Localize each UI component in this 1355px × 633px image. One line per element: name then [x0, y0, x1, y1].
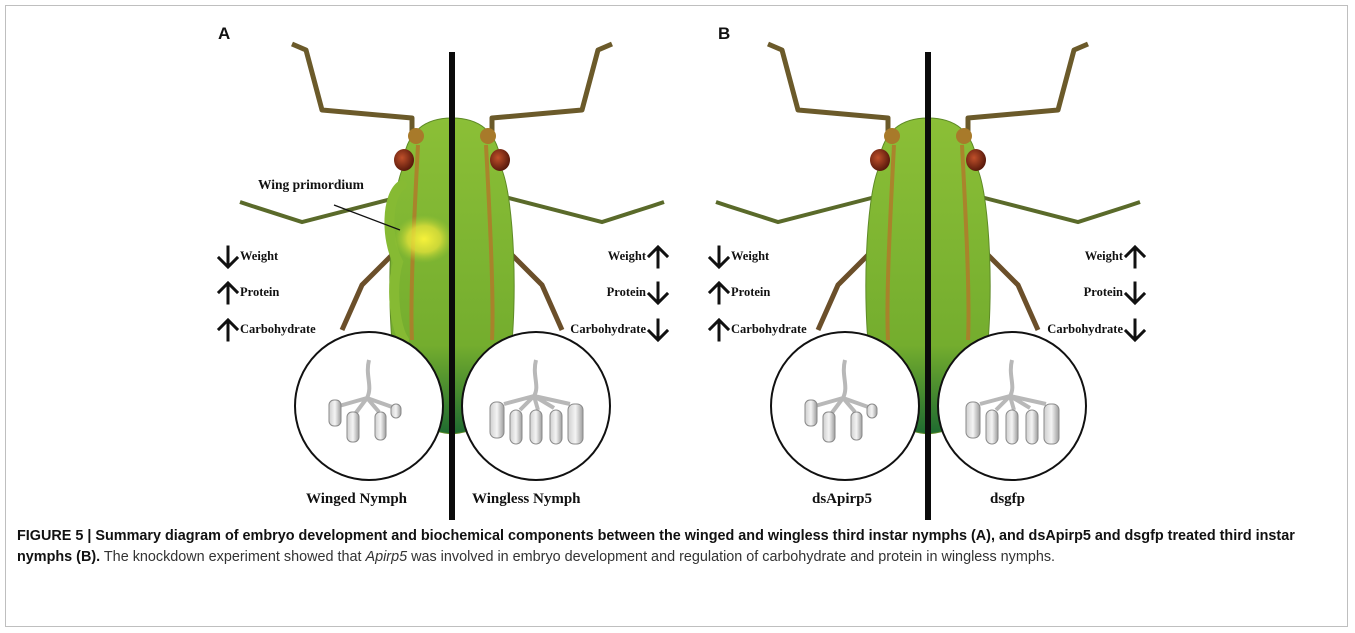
carbohydrate-down-arrow-icon	[649, 320, 667, 340]
trait-weight: Weight	[240, 249, 278, 264]
trait-carbohydrate: Carbohydrate	[570, 322, 646, 337]
trait-carbohydrate: Carbohydrate	[1047, 322, 1123, 337]
weight-down-arrow-icon	[219, 247, 237, 267]
carbohydrate-up-arrow-icon	[710, 320, 728, 340]
protein-down-arrow-icon	[1126, 283, 1144, 303]
embryo-circle-dsapirp5	[771, 332, 919, 480]
trait-protein: Protein	[607, 285, 646, 300]
winged-nymph-label: Winged Nymph	[306, 491, 407, 508]
caption-gene-name: Apirp5	[365, 549, 407, 565]
figure-caption: FIGURE 5 | Summary diagram of embryo dev…	[17, 526, 1337, 568]
dsgfp-label: dsgfp	[990, 491, 1025, 508]
panel-label-a: A	[218, 24, 230, 44]
wing-primordium-annotation: Wing primordium	[258, 177, 364, 193]
embryo-circle-dsgfp	[938, 332, 1086, 480]
caption-text-end: was involved in embryo development and r…	[407, 549, 1055, 565]
protein-up-arrow-icon	[219, 283, 237, 303]
carbohydrate-down-arrow-icon	[1126, 320, 1144, 340]
protein-up-arrow-icon	[710, 283, 728, 303]
figure-illustration	[0, 0, 1355, 530]
trait-protein: Protein	[240, 285, 279, 300]
trait-protein: Protein	[731, 285, 770, 300]
trait-weight: Weight	[608, 249, 646, 264]
trait-weight: Weight	[731, 249, 769, 264]
carbohydrate-up-arrow-icon	[219, 320, 237, 340]
caption-text-start: The knockdown experiment showed that	[100, 549, 365, 565]
embryo-circle-wingless	[462, 332, 610, 480]
weight-down-arrow-icon	[710, 247, 728, 267]
trait-carbohydrate: Carbohydrate	[240, 322, 316, 337]
protein-down-arrow-icon	[649, 283, 667, 303]
trait-weight: Weight	[1085, 249, 1123, 264]
embryo-circle-winged	[295, 332, 443, 480]
wingless-nymph-label: Wingless Nymph	[472, 491, 581, 508]
figure-5: A B Wing primordium Weight Protein Carbo…	[0, 0, 1355, 530]
weight-up-arrow-icon	[1126, 247, 1144, 267]
trait-protein: Protein	[1084, 285, 1123, 300]
panel-label-b: B	[718, 24, 730, 44]
trait-carbohydrate: Carbohydrate	[731, 322, 807, 337]
weight-up-arrow-icon	[649, 247, 667, 267]
dsapirp5-label: dsApirp5	[812, 491, 872, 508]
